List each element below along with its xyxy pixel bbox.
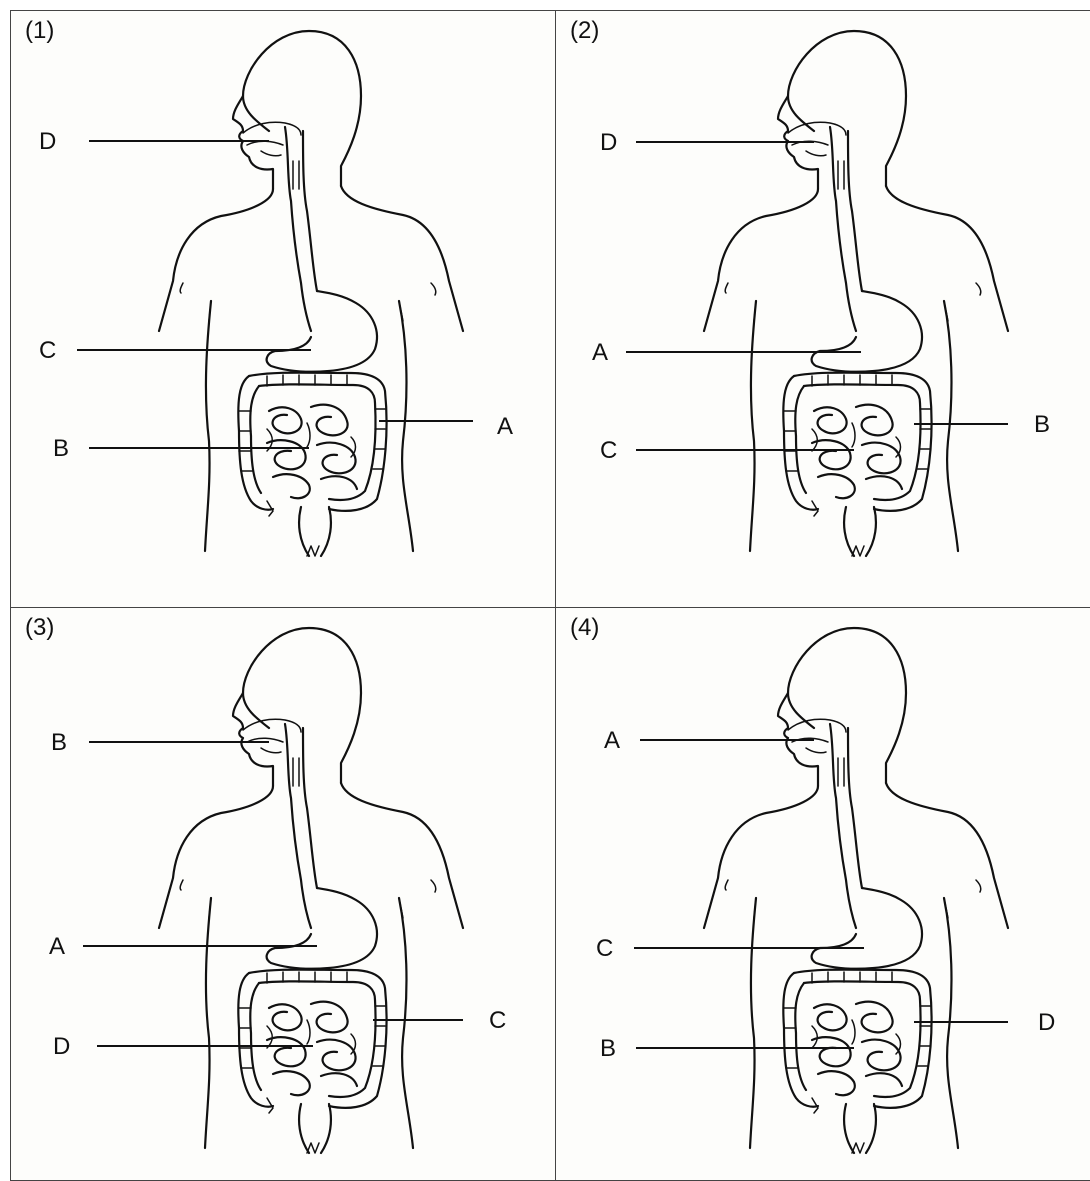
label-mouth: D <box>600 129 617 156</box>
label-large-intestine: B <box>1034 411 1050 438</box>
label-large-intestine: C <box>489 1007 506 1034</box>
digestive-system-figure: B A D C <box>11 608 556 1181</box>
label-stomach: C <box>39 337 56 364</box>
digestive-system-figure: D C B A <box>11 11 556 608</box>
label-small-intestine: B <box>53 435 69 462</box>
human-torso-outline <box>159 31 463 556</box>
label-small-intestine: B <box>600 1035 616 1062</box>
human-torso-outline <box>159 628 463 1153</box>
human-torso-outline <box>704 31 1008 556</box>
digestive-system-figure: D A C B <box>556 11 1090 608</box>
label-stomach: A <box>592 339 608 366</box>
label-small-intestine: D <box>53 1033 70 1060</box>
panel-3: (3) B A D C <box>10 607 556 1181</box>
panel-1: (1) D C B A <box>10 10 556 608</box>
label-stomach: C <box>596 935 613 962</box>
label-large-intestine: D <box>1038 1009 1055 1036</box>
label-large-intestine: A <box>497 413 513 440</box>
label-mouth: B <box>51 729 67 756</box>
digestive-system-figure: A C B D <box>556 608 1090 1181</box>
label-stomach: A <box>49 933 65 960</box>
human-torso-outline <box>704 628 1008 1153</box>
panel-2: (2) D A C B <box>555 10 1090 608</box>
label-small-intestine: C <box>600 437 617 464</box>
label-mouth: D <box>39 128 56 155</box>
panel-4: (4) A C B D <box>555 607 1090 1181</box>
label-mouth: A <box>604 727 620 754</box>
